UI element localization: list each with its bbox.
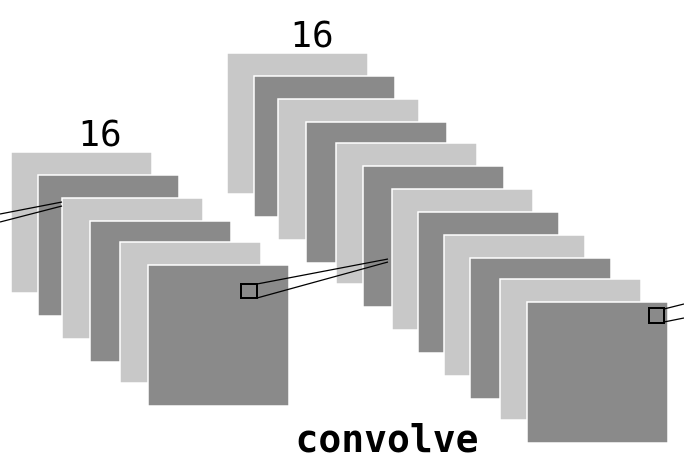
right-stack-count-label: 16 <box>290 15 333 56</box>
operation-label: convolve <box>295 417 478 461</box>
outgoing-connector-line-top <box>663 303 684 310</box>
left-stack-count-label: 16 <box>78 114 121 155</box>
right-feature-map-stack <box>226 52 669 444</box>
left-feature-map-6 <box>147 264 290 407</box>
connector-line-bottom <box>256 261 389 299</box>
right-feature-map-12 <box>526 301 669 444</box>
connector-line-top <box>256 258 389 285</box>
receptive-field-connectors <box>0 201 684 324</box>
left-feature-map-stack <box>10 151 290 407</box>
outgoing-connector-line-bottom <box>663 317 684 323</box>
incoming-connector-line-top <box>0 201 63 215</box>
right-receptive-field-box <box>648 307 665 324</box>
incoming-connector-line-bottom <box>0 205 63 223</box>
left-receptive-field-box <box>240 283 258 299</box>
